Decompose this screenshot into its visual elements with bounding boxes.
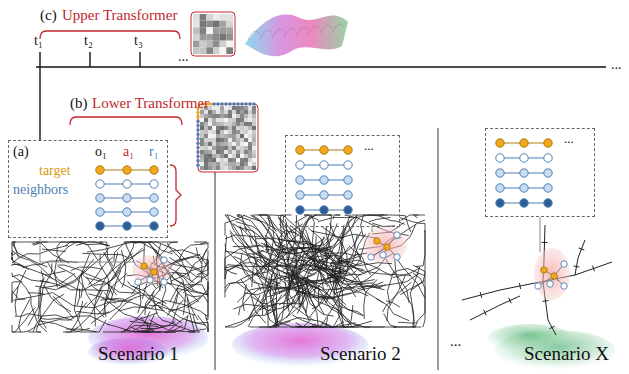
ellipsis: ...: [564, 132, 574, 145]
column-label: a₁: [123, 145, 134, 159]
road-map: [462, 225, 612, 335]
dashed-box: ...: [285, 135, 400, 227]
leader-line: [372, 227, 373, 232]
agent-graph: [534, 248, 570, 300]
ellipsis: ...: [450, 334, 461, 349]
agent-sequence: [96, 166, 158, 230]
column-label: r₁: [149, 145, 159, 159]
agent-sequence: [496, 139, 552, 207]
dashed-box: (a) target neighbors o₁ a₁ r₁: [8, 140, 168, 238]
component-title: Upper Transformer: [62, 8, 177, 23]
row-label: target: [39, 164, 71, 178]
scenario-label: Scenario X: [524, 344, 609, 363]
road-map: [225, 215, 425, 327]
ellipsis: ...: [611, 58, 622, 72]
attention-matrix: [196, 102, 258, 172]
attention-matrix: [191, 12, 235, 56]
agent-sequence: [296, 146, 352, 214]
agent-graph: [363, 227, 407, 263]
road-map: [12, 242, 208, 332]
time-step: t₁: [34, 34, 43, 48]
bracket: [170, 165, 181, 226]
row-label: neighbors: [13, 183, 68, 197]
panel-letter: (b): [70, 96, 88, 111]
scenario-label: Scenario 1: [98, 344, 179, 363]
leader-line: [40, 238, 134, 262]
component-title: Lower Transformer: [92, 96, 209, 111]
bracket: [70, 117, 182, 125]
surface-plot: [245, 14, 348, 56]
column-label: o₁: [95, 145, 107, 159]
ellipsis: ...: [178, 50, 189, 64]
bracket: [40, 31, 180, 39]
time-step: t₂: [84, 34, 93, 48]
panel-letter: (c): [40, 8, 57, 23]
dashed-box: ...: [485, 128, 595, 217]
leader-line: [540, 217, 541, 252]
separator: [438, 128, 439, 370]
agent-graph: [132, 255, 172, 285]
scenario-label: Scenario 2: [320, 344, 401, 363]
time-step: t₃: [134, 34, 143, 48]
panel-letter: (a): [13, 145, 29, 159]
ellipsis: ...: [364, 139, 374, 152]
timeline: [36, 52, 606, 140]
